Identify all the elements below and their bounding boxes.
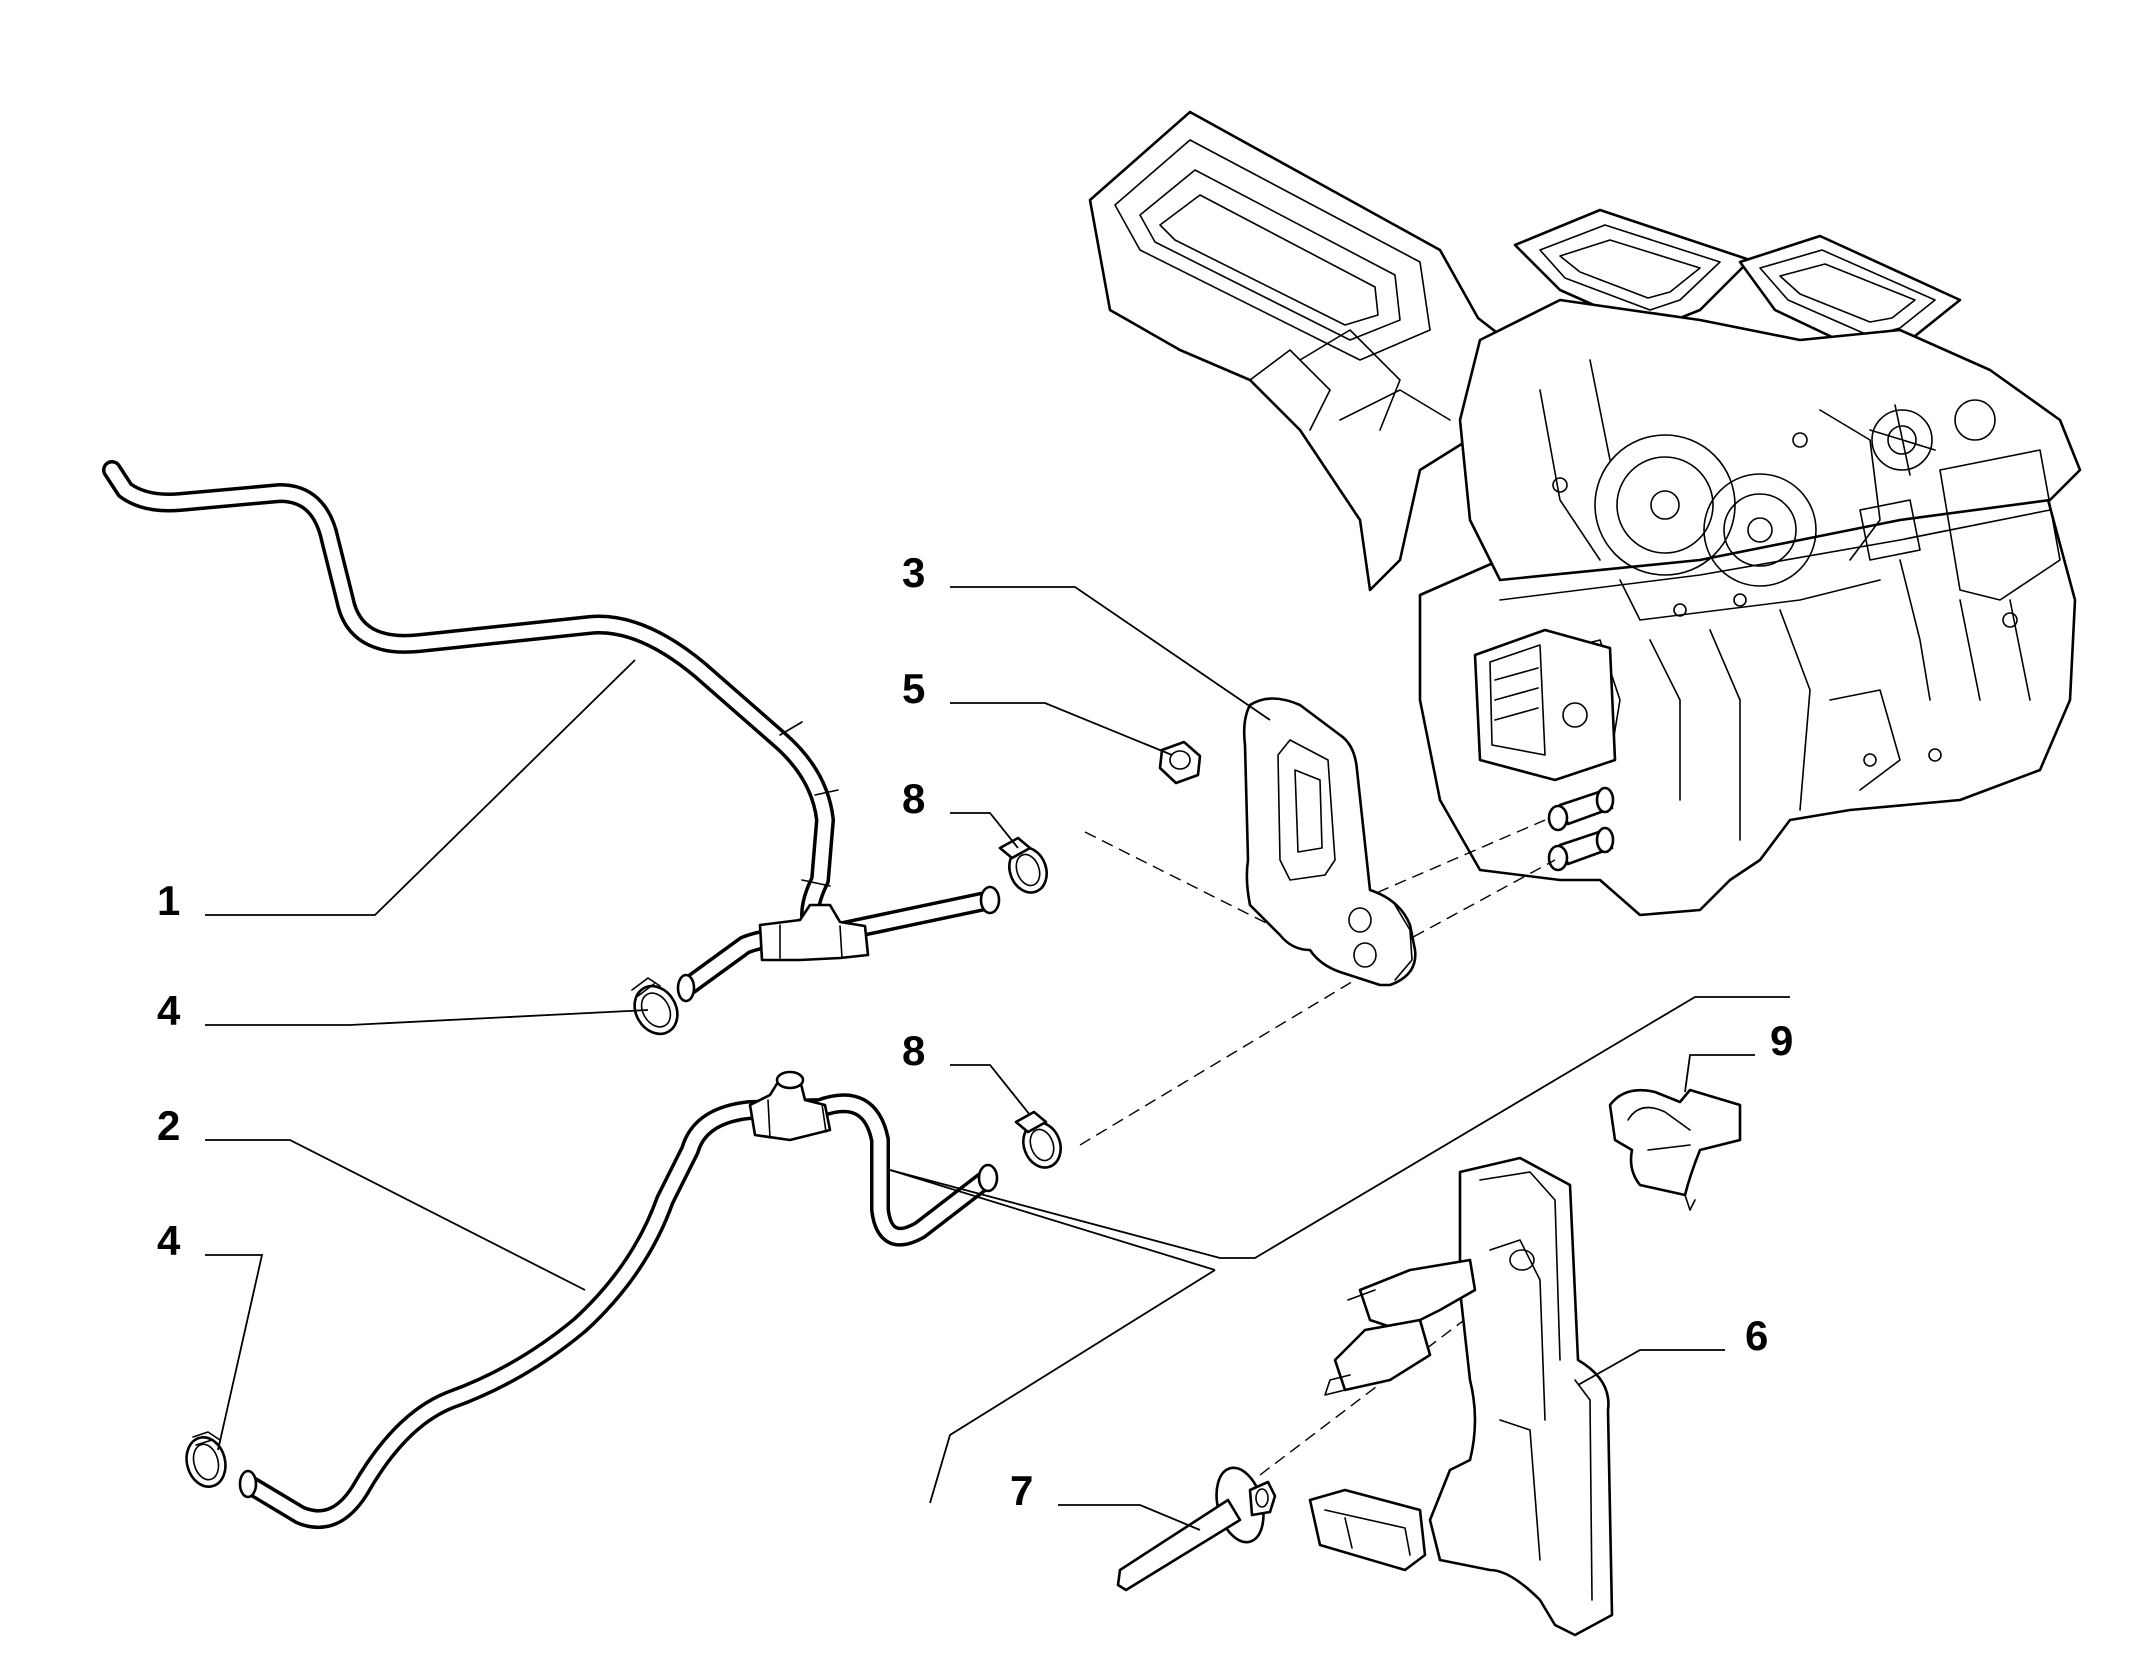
callout-labels: 1 2 3 4 4 5 6 7 8 8 9 <box>157 549 1793 1514</box>
bracket <box>1308 1156 1614 1637</box>
callout-2: 2 <box>157 1102 180 1149</box>
heater-unit <box>1088 110 2082 917</box>
hose-lower <box>238 1070 999 1529</box>
callout-7: 7 <box>1010 1467 1033 1514</box>
callout-1: 1 <box>157 877 180 924</box>
callout-8-lower: 8 <box>902 1027 925 1074</box>
nut <box>1158 740 1202 785</box>
retainer-clip <box>1608 1088 1742 1211</box>
callout-5: 5 <box>902 665 925 712</box>
clamp-upper <box>631 977 679 1036</box>
callout-4-lower: 4 <box>157 1217 181 1264</box>
leader-lines <box>205 586 1790 1531</box>
clip-upper <box>998 836 1048 894</box>
clip-lower <box>1014 1110 1062 1169</box>
callout-3: 3 <box>902 549 925 596</box>
push-rivet <box>1116 1466 1277 1592</box>
clamp-lower <box>185 1431 227 1488</box>
callout-4-upper: 4 <box>157 987 181 1034</box>
callout-9: 9 <box>1770 1017 1793 1064</box>
callout-8-upper: 8 <box>902 775 925 822</box>
hose-upper <box>102 460 1001 1003</box>
gasket <box>1242 697 1417 987</box>
callout-6: 6 <box>1745 1312 1768 1359</box>
